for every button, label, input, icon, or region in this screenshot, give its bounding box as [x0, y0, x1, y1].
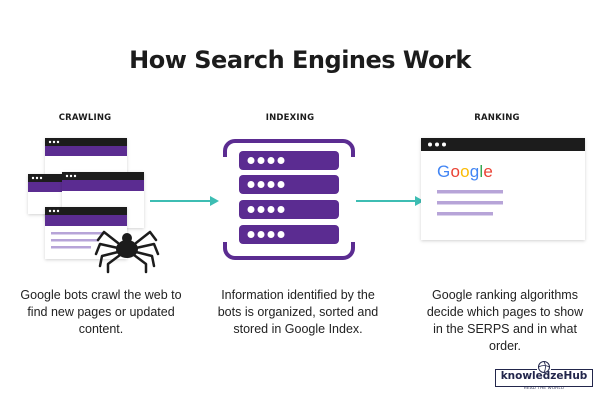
arrow-crawl-to-index	[150, 196, 219, 206]
server-stack-icon	[219, 139, 359, 260]
google-logo: Google	[437, 162, 493, 182]
google-logo-letter: G	[437, 162, 451, 181]
step-description-indexing: Information identified by the bots is or…	[217, 288, 379, 336]
step-label-indexing: INDEXING	[265, 113, 315, 123]
step-label-ranking: RANKING	[474, 113, 520, 123]
brand-name: knowledzeHub	[500, 370, 588, 382]
step-description-ranking: Google ranking algorithms decide which p…	[426, 288, 584, 353]
brand-mark-icon	[537, 360, 551, 374]
step-label-crawling: CRAWLING	[58, 113, 112, 123]
brand-logo[interactable]: knowledzeHub READ THE WORLD	[495, 360, 593, 393]
arrow-index-to-rank	[356, 196, 424, 206]
step-description-crawling: Google bots crawl the web to find new pa…	[20, 288, 182, 336]
crawl-page-front	[45, 207, 127, 259]
google-logo-letter: e	[483, 162, 494, 181]
google-logo-letter: g	[469, 162, 480, 181]
spider-icon	[94, 230, 160, 274]
page-title: How Search Engines Work	[129, 46, 471, 74]
google-logo-letter: l	[479, 162, 484, 181]
ranking-browser-window	[421, 138, 585, 240]
brand-tagline: READ THE WORLD	[523, 385, 565, 390]
google-logo-letter: o	[450, 162, 461, 181]
google-logo-letter: o	[460, 162, 470, 181]
